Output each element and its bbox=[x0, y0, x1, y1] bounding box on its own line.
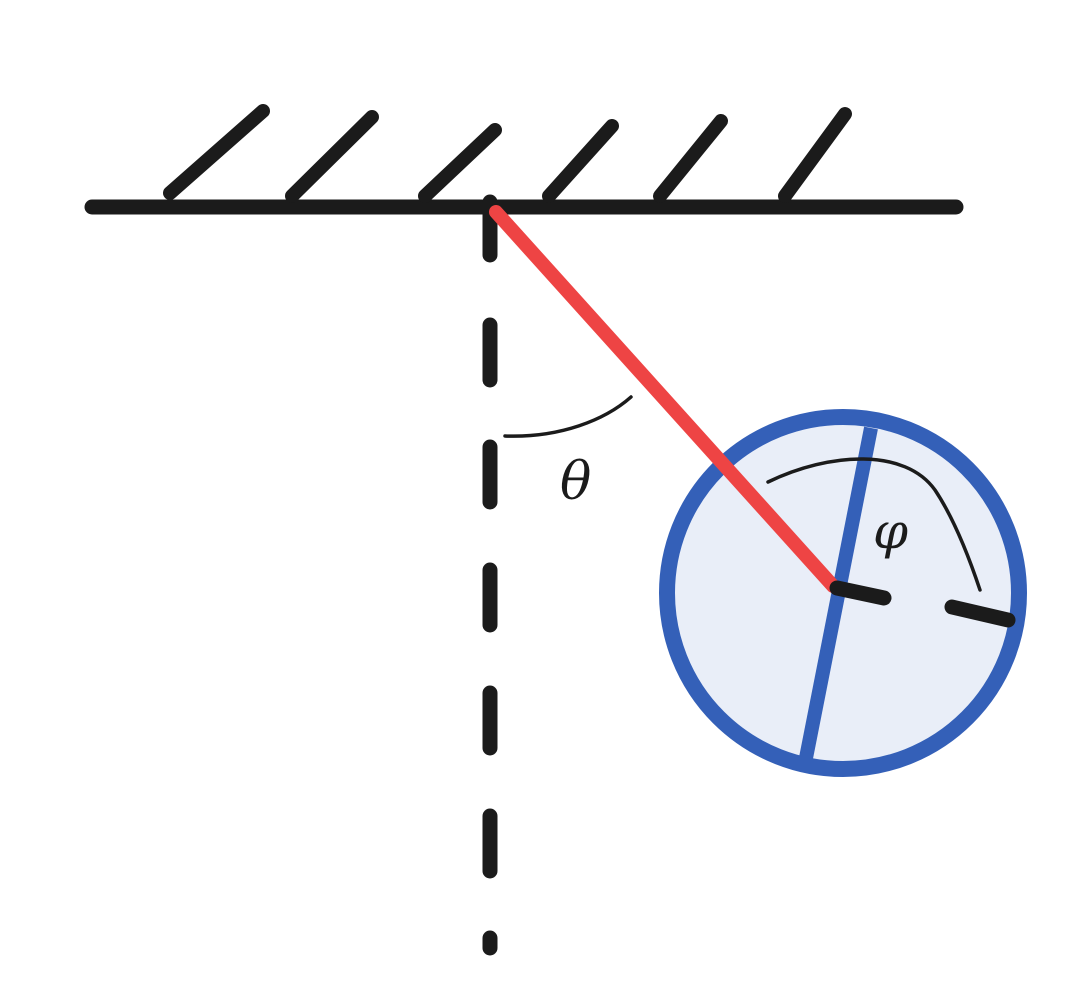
theta-angle-arc bbox=[503, 395, 633, 438]
phi-label: φ bbox=[873, 502, 908, 560]
hatch-mark bbox=[653, 114, 728, 203]
ceiling-hatching bbox=[163, 104, 852, 203]
radial-mark-outer bbox=[944, 599, 1016, 628]
hatch-mark bbox=[542, 119, 619, 203]
theta-label: θ bbox=[560, 452, 591, 512]
hatch-mark bbox=[285, 110, 379, 203]
radial-mark-inner bbox=[829, 580, 892, 606]
hatch-mark bbox=[418, 123, 502, 203]
hatch-mark bbox=[163, 104, 270, 200]
hatch-mark bbox=[778, 107, 852, 203]
phi-angle-arc bbox=[766, 457, 982, 592]
pendulum-rod bbox=[489, 205, 840, 593]
